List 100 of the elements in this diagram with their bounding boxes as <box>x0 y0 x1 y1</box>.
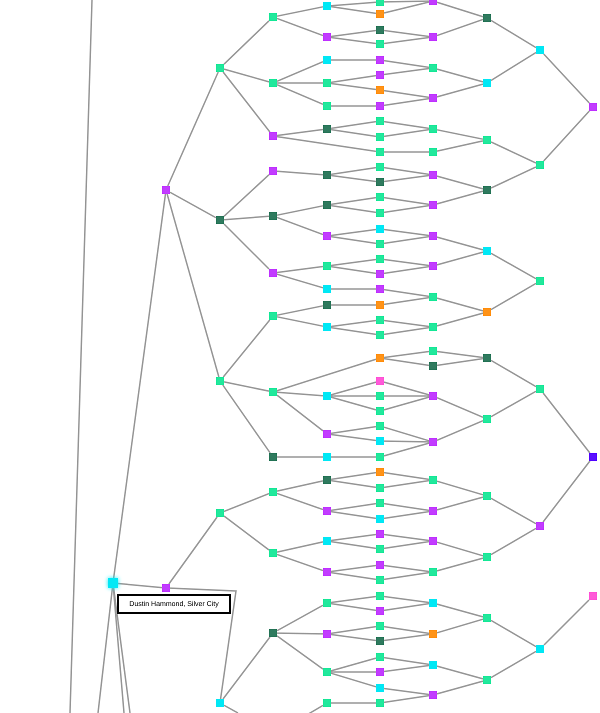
link-line <box>276 392 324 396</box>
node-square <box>216 509 224 517</box>
link-line <box>330 326 376 336</box>
highlighted-node-square <box>108 578 118 588</box>
link-line <box>490 20 536 48</box>
link-line <box>436 358 484 366</box>
node-square <box>429 537 437 545</box>
link-line <box>384 204 430 214</box>
link-line <box>436 251 484 266</box>
link-line <box>330 74 376 84</box>
node-square <box>429 630 437 638</box>
link-line <box>330 266 376 274</box>
link-line <box>384 688 430 696</box>
link-line <box>436 129 484 140</box>
link-line <box>543 599 590 646</box>
node-square <box>376 0 384 6</box>
node-square <box>376 331 384 339</box>
node-square <box>376 468 384 476</box>
node-square <box>429 599 437 607</box>
node-square <box>483 354 491 362</box>
node-square <box>429 64 437 72</box>
node-square <box>376 10 384 18</box>
link-line <box>490 360 536 388</box>
link-line <box>331 59 376 61</box>
node-square <box>429 362 437 370</box>
node-square <box>269 549 277 557</box>
node-square <box>429 323 437 331</box>
node-square <box>376 178 384 186</box>
node-square <box>376 163 384 171</box>
link-line <box>330 236 376 244</box>
node-square <box>376 301 384 309</box>
link-line <box>112 588 125 713</box>
link-line <box>276 358 376 392</box>
link-line <box>543 110 590 162</box>
node-square <box>429 293 437 301</box>
node-square <box>376 392 384 400</box>
link-line <box>330 174 376 182</box>
node-square <box>429 148 437 156</box>
link-line <box>331 456 376 458</box>
node-square <box>269 269 277 277</box>
link-line <box>436 480 484 496</box>
link-line <box>331 304 376 306</box>
node-square <box>323 668 331 676</box>
node-square <box>376 699 384 707</box>
node-square <box>483 415 491 423</box>
node-square <box>536 46 544 54</box>
link-line <box>384 602 430 612</box>
link-line <box>330 2 376 6</box>
link-line <box>542 460 591 522</box>
link-line <box>330 472 376 480</box>
node-square <box>483 614 491 622</box>
link-line <box>384 442 430 457</box>
node-square <box>376 117 384 125</box>
node-square <box>376 637 384 645</box>
link-line <box>384 174 430 182</box>
link-line <box>170 192 216 218</box>
node-square <box>376 40 384 48</box>
node-square <box>483 136 491 144</box>
node-square <box>323 568 331 576</box>
node-square <box>376 561 384 569</box>
node-square <box>269 388 277 396</box>
node-square <box>269 629 277 637</box>
link-line <box>384 128 430 138</box>
link-line <box>384 502 430 512</box>
link-line <box>276 541 324 553</box>
link-line <box>276 18 324 36</box>
link-line <box>436 83 484 98</box>
link-line <box>384 656 430 666</box>
node-square <box>589 592 597 600</box>
link-line <box>384 288 430 298</box>
node-square <box>429 262 437 270</box>
node-square <box>536 645 544 653</box>
node-square <box>483 553 491 561</box>
link-line <box>223 223 270 270</box>
link-line <box>436 236 484 251</box>
link-line <box>170 587 237 700</box>
link-line <box>384 534 430 542</box>
link-line <box>276 61 324 82</box>
link-line <box>222 72 270 132</box>
link-line <box>384 90 430 98</box>
link-line <box>330 166 376 176</box>
link-line <box>490 252 536 280</box>
link-line <box>384 381 430 396</box>
link-line <box>330 258 376 266</box>
link-line <box>330 320 376 328</box>
link-line <box>490 528 536 556</box>
link-line <box>276 492 324 510</box>
node-square <box>376 270 384 278</box>
node-square <box>323 301 331 309</box>
link-line <box>436 312 484 327</box>
link-line <box>490 620 536 648</box>
node-square <box>536 277 544 285</box>
link-line <box>112 588 131 713</box>
link-line <box>276 128 324 136</box>
node-square <box>323 2 331 10</box>
link-line <box>276 170 324 176</box>
node-square <box>269 132 277 140</box>
node-square <box>376 26 384 34</box>
node-square <box>589 103 597 111</box>
node-square <box>483 186 491 194</box>
